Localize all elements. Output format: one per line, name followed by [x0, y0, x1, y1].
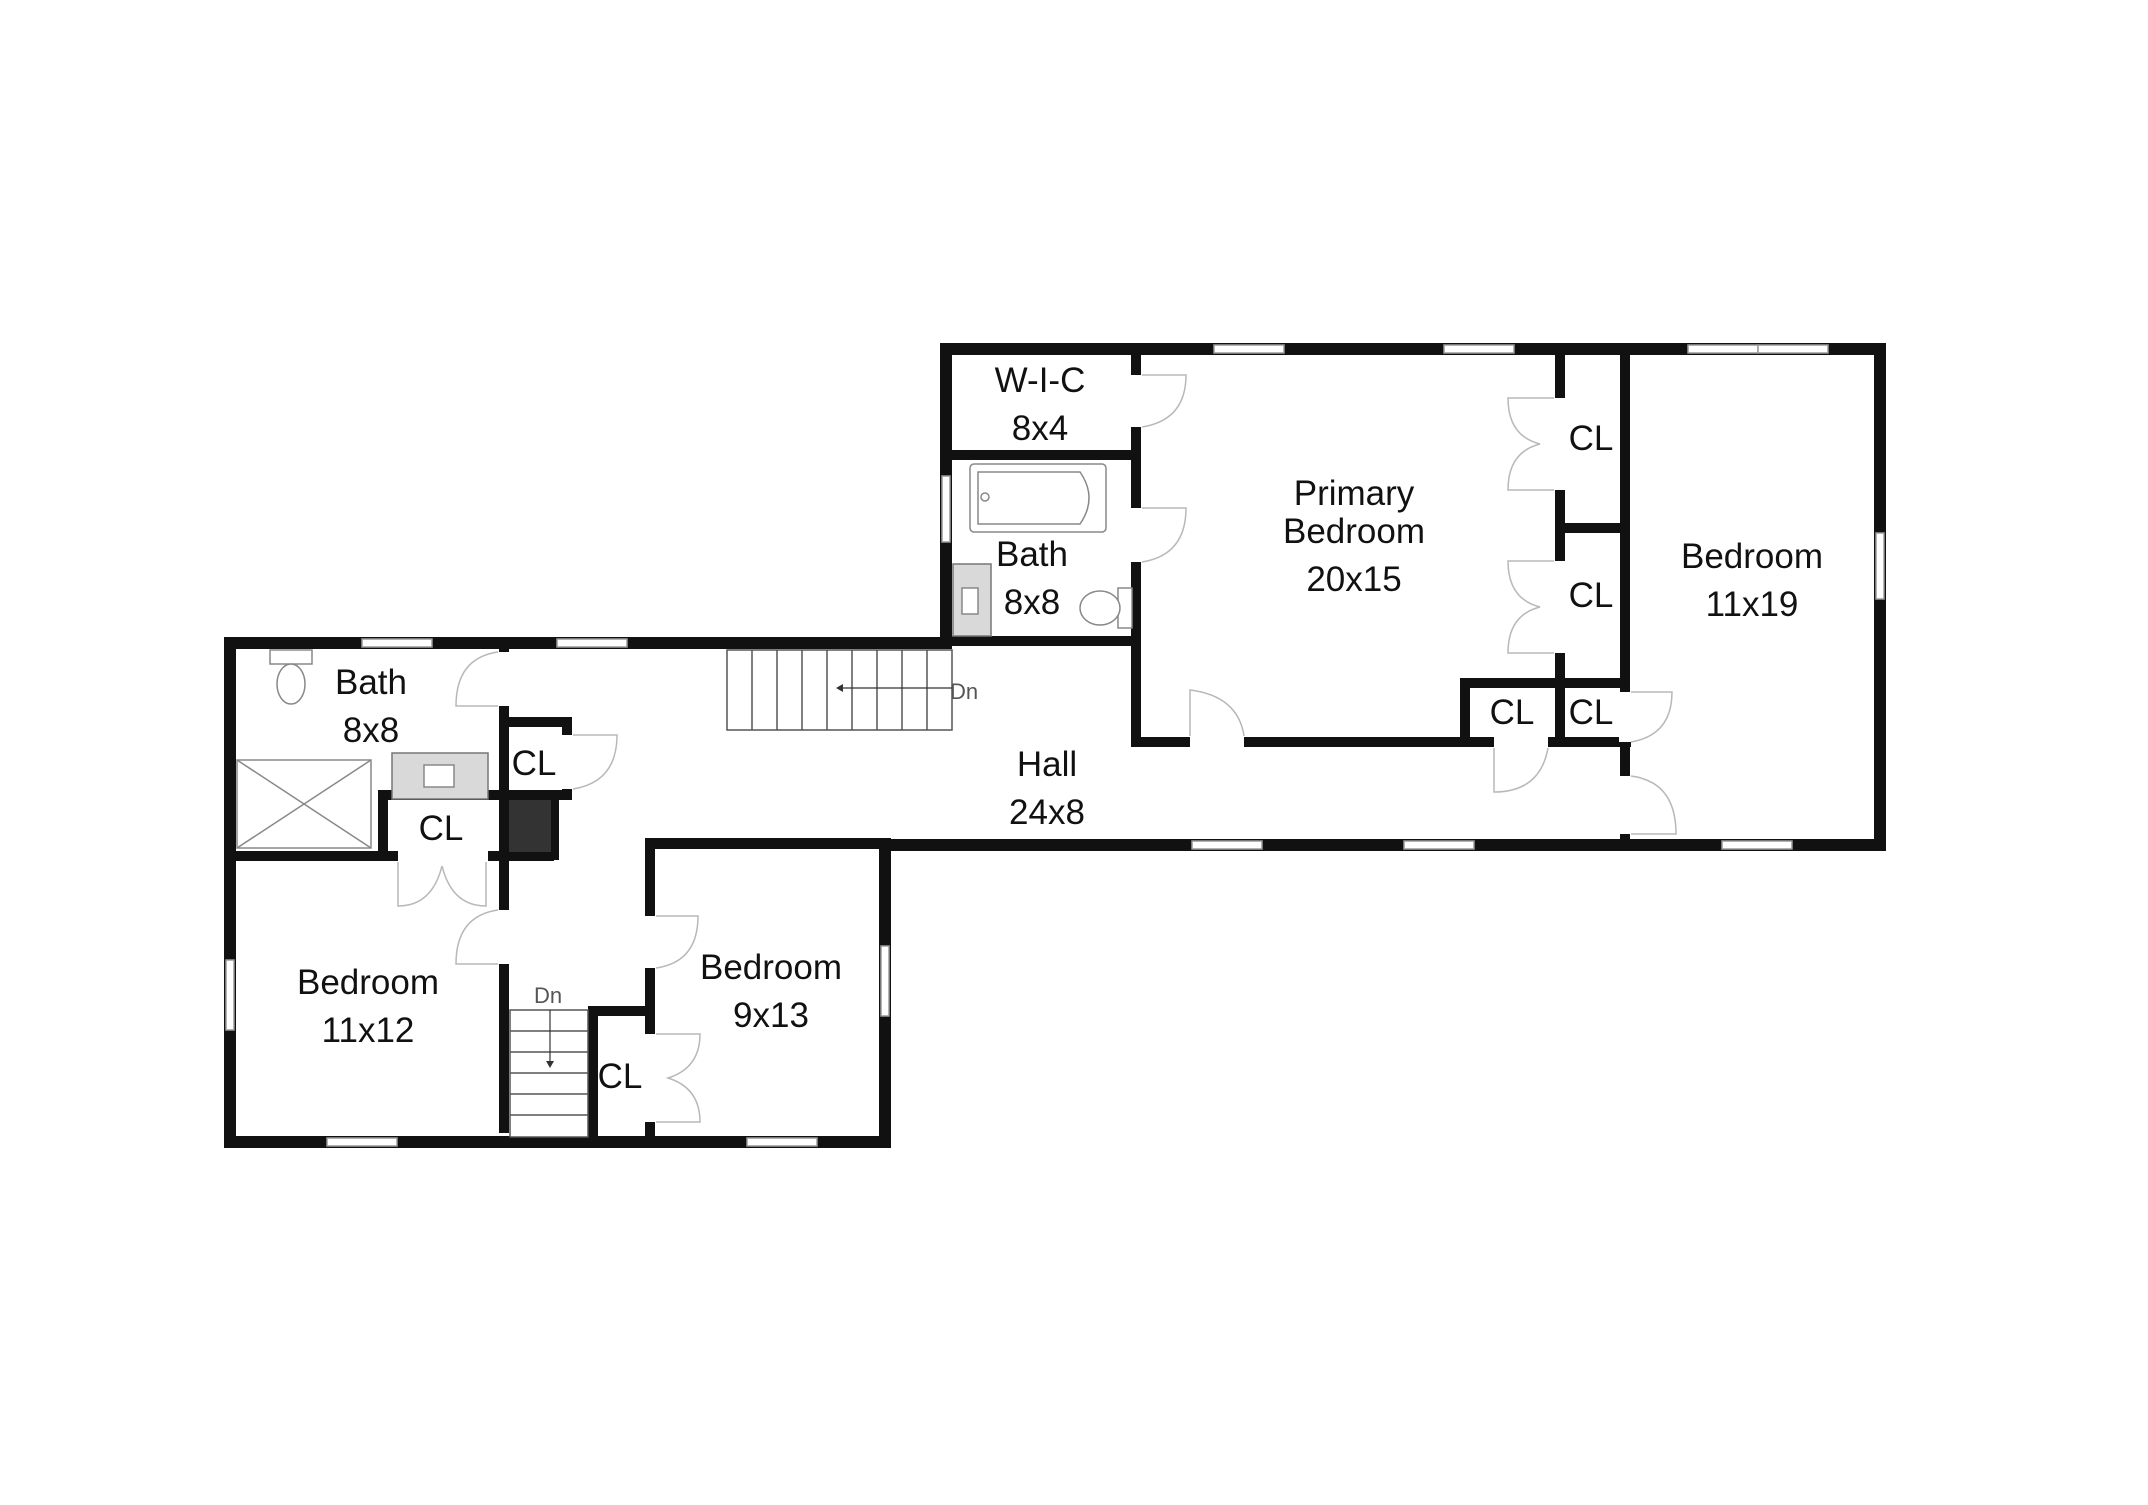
west-bath-name: Bath: [335, 663, 407, 702]
primary-bath-name: Bath: [996, 535, 1068, 574]
stairs-main-down-label: Dn: [950, 679, 978, 704]
closet-label: CL: [1569, 419, 1614, 458]
hall-name: Hall: [1017, 745, 1077, 784]
east-bedroom-name: Bedroom: [1681, 537, 1823, 576]
closet-label: CL: [419, 809, 464, 848]
wic-name: W-I-C: [995, 361, 1086, 400]
fixtures: [236, 463, 1133, 849]
wic-dims: 8x4: [1012, 409, 1068, 448]
closet-labels: CL CL CL CL CL CL CL: [419, 419, 1614, 1096]
primary-bath-dims: 8x8: [1004, 583, 1060, 622]
stairs-south-down-label: Dn: [534, 983, 562, 1008]
southwest-bedroom-name: Bedroom: [297, 963, 439, 1002]
closet-label: CL: [598, 1057, 643, 1096]
primary-bedroom-name-1: Primary: [1294, 474, 1415, 513]
primary-bedroom-name-2: Bedroom: [1283, 512, 1425, 551]
room-labels: W-I-C 8x4 Bath 8x8 Primary Bedroom 20x15…: [297, 361, 1823, 1050]
east-bedroom-dims: 11x19: [1706, 585, 1799, 624]
closet-label: CL: [1569, 576, 1614, 615]
hall-dims: 24x8: [1009, 793, 1085, 832]
west-bath-dims: 8x8: [343, 711, 399, 750]
doors: [397, 374, 1677, 1123]
south-bedroom-dims: 9x13: [733, 996, 809, 1035]
primary-bedroom-dims: 20x15: [1306, 560, 1401, 599]
closet-label: CL: [1490, 693, 1535, 732]
stairs-main: [726, 649, 953, 731]
closet-label: CL: [512, 744, 557, 783]
closet-label: CL: [1569, 693, 1614, 732]
windows: [225, 344, 1885, 1147]
south-bedroom-name: Bedroom: [700, 948, 842, 987]
stair-labels: Dn Dn: [534, 679, 978, 1008]
interior-walls: [224, 343, 1631, 1148]
southwest-bedroom-dims: 11x12: [322, 1011, 415, 1050]
stairs-south: [509, 1009, 589, 1138]
